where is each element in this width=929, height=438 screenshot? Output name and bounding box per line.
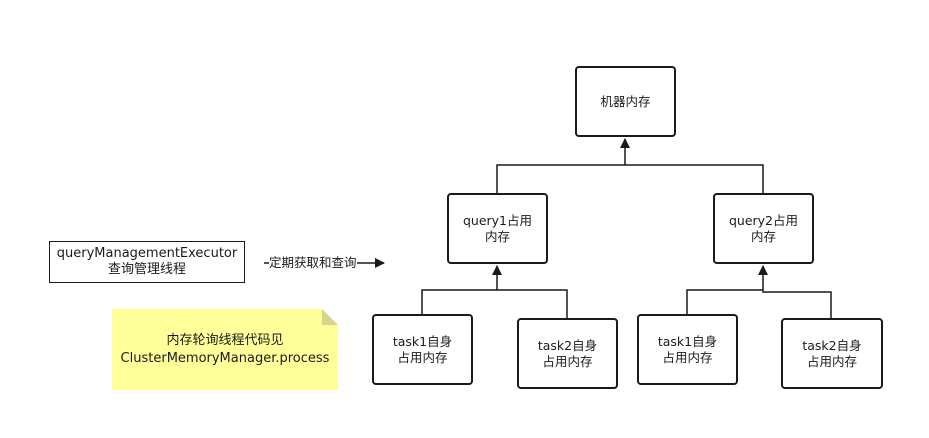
node-query2-task1-memory[interactable]: task1自身 占用内存 <box>637 314 738 385</box>
edge-label-periodic-fetch: 定期获取和查询 <box>269 255 357 271</box>
node-query1-memory[interactable]: query1占用 内存 <box>447 193 548 264</box>
edge-q2task2-to-query2 <box>758 265 832 318</box>
sticky-note-text: 内存轮询线程代码见 ClusterMemoryManager.process <box>120 332 330 366</box>
node-machine-memory[interactable]: 机器内存 <box>575 66 676 137</box>
node-query-management-executor[interactable]: queryManagementExecutor 查询管理线程 <box>49 241 245 283</box>
edge-q1task1-to-query1 <box>421 289 497 316</box>
node-query2-task2-memory[interactable]: task2自身 占用内存 <box>781 318 883 389</box>
node-label: task1自身 占用内存 <box>657 333 718 365</box>
node-label: queryManagementExecutor 查询管理线程 <box>56 246 238 277</box>
node-label: 机器内存 <box>600 93 651 109</box>
edge-query2-to-machine <box>620 138 764 193</box>
node-label: query1占用 内存 <box>462 212 533 244</box>
node-label: query2占用 内存 <box>728 212 799 244</box>
node-query1-task1-memory[interactable]: task1自身 占用内存 <box>372 314 473 385</box>
node-query1-task2-memory[interactable]: task2自身 占用内存 <box>517 318 618 389</box>
node-label: task2自身 占用内存 <box>537 337 598 369</box>
edge-query1-to-machine <box>496 164 625 193</box>
node-label: task2自身 占用内存 <box>802 337 862 369</box>
sticky-note-shape <box>112 309 338 390</box>
sticky-note[interactable]: 内存轮询线程代码见 ClusterMemoryManager.process <box>112 309 338 390</box>
node-query2-memory[interactable]: query2占用 内存 <box>713 193 814 264</box>
edge-q1task2-to-query1 <box>492 265 568 318</box>
edge-q2task1-to-query2 <box>686 289 763 315</box>
node-label: task1自身 占用内存 <box>392 333 453 365</box>
